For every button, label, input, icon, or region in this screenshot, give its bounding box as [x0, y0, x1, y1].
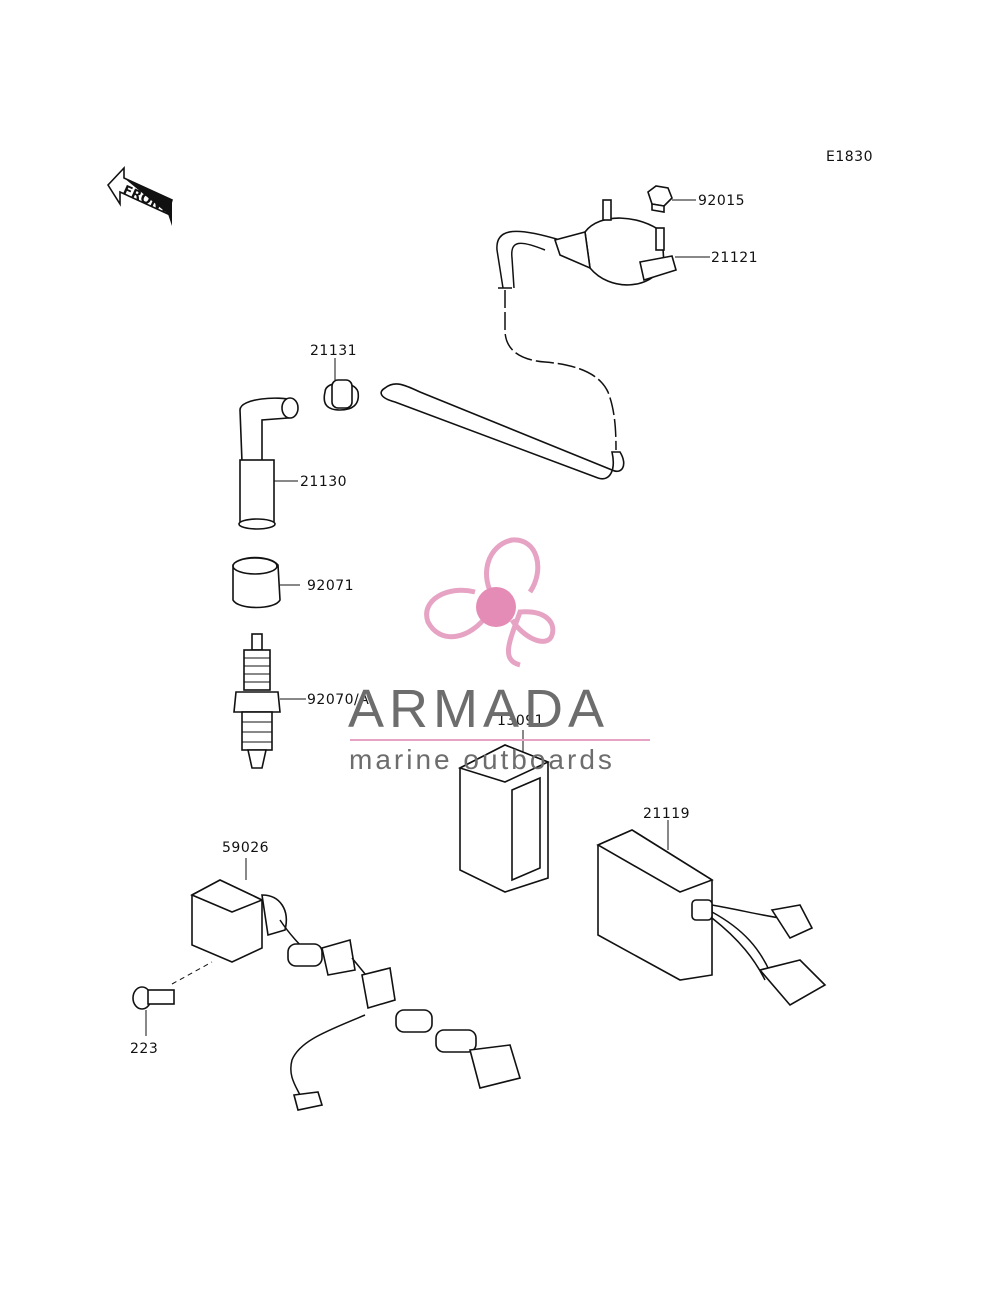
part-label-21121: 21121	[711, 250, 758, 266]
nut-92015	[647, 185, 696, 213]
diagram-code: E1830	[826, 149, 873, 165]
front-arrow-icon: FRONT	[106, 165, 173, 226]
part-label-223: 223	[130, 1041, 158, 1057]
armada-watermark: ARMADA marine outboards	[348, 537, 650, 775]
cdi-unit-21119	[596, 820, 827, 1007]
part-label-21119: 21119	[643, 806, 690, 822]
part-label-59026: 59026	[222, 840, 269, 856]
cover-13091	[457, 730, 551, 893]
watermark-tagline: marine outboards	[349, 744, 615, 775]
spark-plug-92070	[233, 633, 306, 769]
part-label-92071: 92071	[307, 578, 354, 594]
part-label-21131: 21131	[310, 343, 357, 359]
bolt-223	[132, 986, 175, 1036]
boot-92071	[232, 556, 300, 609]
watermark-brand: ARMADA	[348, 679, 609, 739]
part-label-13091: 13091	[497, 713, 544, 729]
regulator-59026	[171, 858, 522, 1111]
ignition-coil	[496, 199, 710, 451]
part-label-92070: 92070/A	[307, 692, 369, 708]
ht-lead	[380, 383, 625, 480]
plug-cap-21130	[238, 397, 299, 530]
part-label-92015: 92015	[698, 193, 745, 209]
part-label-21130: 21130	[300, 474, 347, 490]
grommet-21131	[323, 358, 360, 411]
propeller-logo-icon	[424, 537, 556, 668]
